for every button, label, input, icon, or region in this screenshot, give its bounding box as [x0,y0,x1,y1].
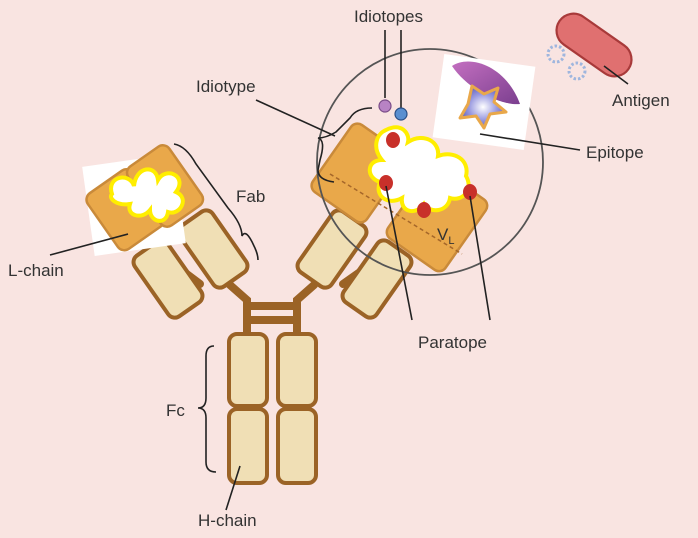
epitope-panel [432,54,536,150]
antigen-body [555,12,633,78]
magnification-circle [316,48,544,276]
paratope-dot [417,202,431,218]
fab-left-constant-light [131,238,205,320]
antigen-label: Antigen [612,91,670,110]
epitope-icon [458,84,508,130]
fc-domain-left-upper [227,332,269,408]
paratope-label: Paratope [418,333,487,352]
h-chain-label: H-chain [198,511,257,530]
epitope-label: Epitope [586,143,644,162]
fab-left [82,144,250,320]
h-chain-leader [225,465,241,511]
fab-label: Fab [236,187,265,206]
paratope-dot [463,184,477,200]
idiotopes-label: Idiotopes [354,7,423,26]
fc-brace [197,345,217,473]
fc-domain-left-lower [227,407,269,485]
fab-right: VL [295,122,489,320]
domain-boundary-line [329,173,463,255]
idiotope-blue [394,107,408,121]
fc-domain-right-upper [276,332,318,408]
fc-region [227,332,318,485]
epitope-leader [479,133,581,151]
paratope-leader-1 [385,185,413,321]
fc-label: Fc [166,401,185,420]
antigen-leader [603,65,629,85]
idiotype-brace [317,107,373,183]
fab-left-constant-heavy [176,208,250,290]
paratope-dot [379,175,393,191]
antigen-particle-icon [546,44,566,64]
antigen [546,12,633,81]
fab-left-binding-site [109,167,185,223]
idiotype-leader [255,99,336,137]
paratope-leader-2 [469,195,491,321]
antigen-fragment [452,61,520,105]
fab-right-binding-site [367,125,471,214]
fab-brace [173,143,259,261]
idiotopes [378,30,408,121]
idiotope-purple [378,99,392,113]
l-chain-leader [49,233,129,256]
vl-label: VL [437,225,454,247]
antigen-particle-icon [567,61,587,81]
l-chain-label: L-chain [8,261,64,280]
fc-domain-right-lower [276,407,318,485]
paratope-dot [386,132,400,148]
idiotype-label: Idiotype [196,77,256,96]
